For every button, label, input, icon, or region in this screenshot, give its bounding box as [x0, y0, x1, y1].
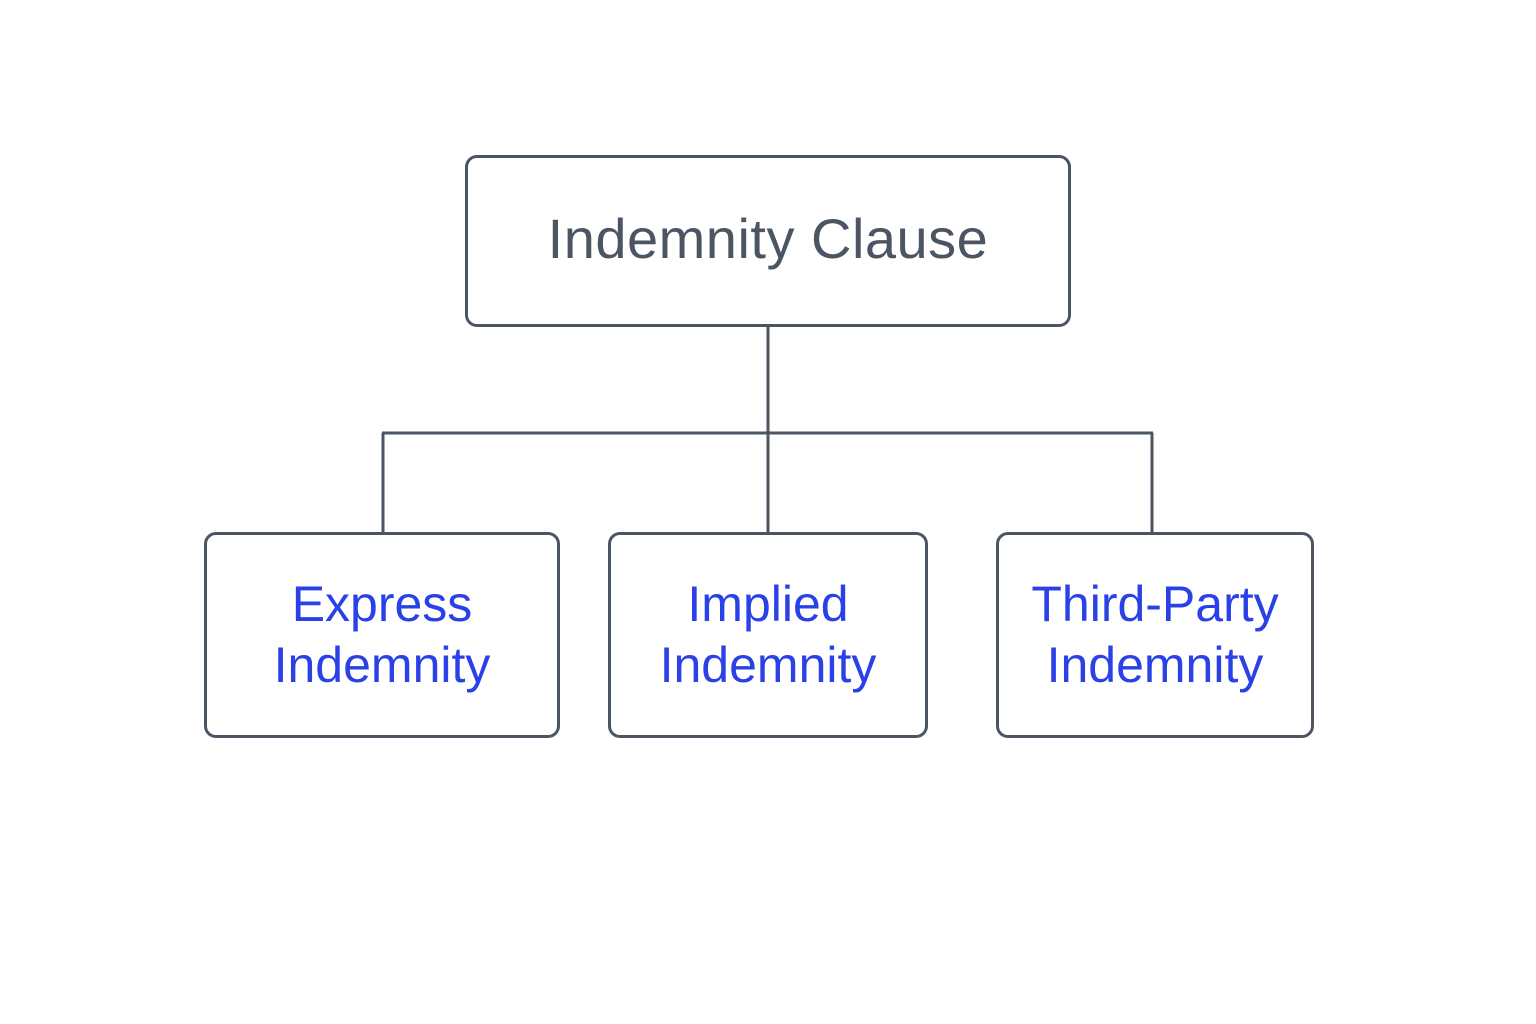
child-node-label: Express Indemnity: [273, 576, 491, 693]
child-node-implied-indemnity: Implied Indemnity: [608, 532, 928, 738]
child-node-express-indemnity: Express Indemnity: [204, 532, 560, 738]
root-node-indemnity-clause: Indemnity Clause: [465, 155, 1071, 327]
child-node-label: Third-Party Indemnity: [1031, 576, 1279, 693]
child-node-third-party-indemnity: Third-Party Indemnity: [996, 532, 1314, 738]
child-node-label: Implied Indemnity: [659, 576, 877, 693]
root-node-label: Indemnity Clause: [547, 206, 989, 270]
